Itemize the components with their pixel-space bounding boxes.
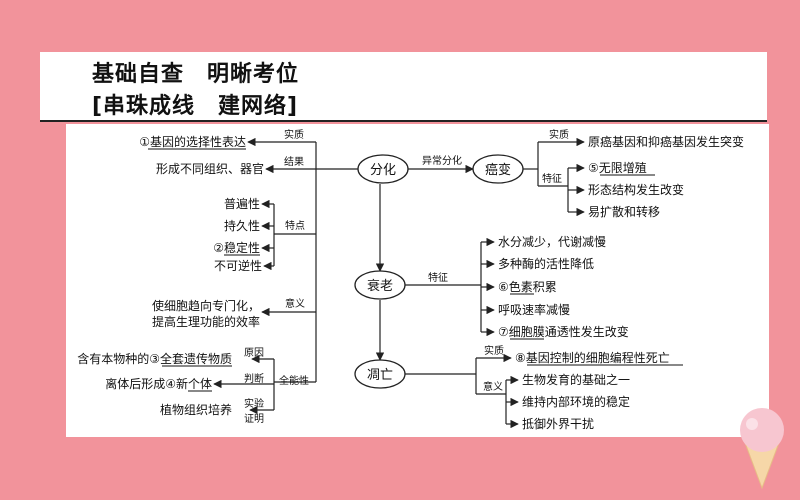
label-totipotency: 全能性 [279,374,309,387]
item-diff-essence: ①基因的选择性表达 [139,134,246,149]
item-toti-experiment: 植物组织培养 [160,402,232,417]
label-apop-essence: 实质 [484,344,504,357]
item-feature-persistent: 持久性 [224,218,260,233]
item-aging-5: ⑦细胞膜通透性发生改变 [498,324,629,339]
label-proof: 证明 [244,413,264,425]
label-apop-meaning: 意义 [483,380,503,393]
item-aging-4: 呼吸速率减慢 [498,302,570,317]
item-aging-3: ⑥色素积累 [498,280,557,294]
label-reason: 原因 [244,347,264,359]
label-aging-feature: 特征 [428,272,448,284]
section-title: 基础自查 明晰考位 [92,62,300,87]
item-feature-stable: ②稳定性 [213,240,260,255]
node-cancer: 癌变 [485,162,511,178]
item-meaning-line1: 使细胞趋向专门化， [152,298,260,313]
item-aging-1: 水分减少，代谢减慢 [498,234,606,249]
label-cancer-essence: 实质 [549,128,569,141]
item-aging-2: 多种酶的活性降低 [498,256,594,271]
item-toti-reason: 含有本物种的③全套遗传物质 [77,351,232,366]
label-features: 特点 [285,220,305,232]
item-apop-m3: 抵御外界干扰 [522,416,594,431]
label-result: 结果 [284,155,304,168]
ice-cream-decoration [740,408,784,490]
item-feature-irreversible: 不可逆性 [214,258,262,273]
item-apop-m2: 维持内部环境的稳定 [522,394,630,409]
item-apop-m1: 生物发育的基础之一 [522,372,630,387]
node-aging-shape [354,270,406,300]
title-divider [40,120,767,122]
title-card: 基础自查 明晰考位 [串珠成线 建网络] [40,52,767,120]
label-meaning: 意义 [285,297,305,310]
label-judge: 判断 [244,372,264,385]
item-apop-essence: ⑧基因控制的细胞编程性死亡 [515,350,670,365]
label-experiment: 实验 [244,397,264,410]
section-subtitle: [串珠成线 建网络] [92,94,299,119]
concept-map: 分化 癌变 衰老 凋亡 异常分化 实质 结果 特点 意义 全能性 原因 判断 实… [66,124,769,437]
node-differentiation: 分化 [370,163,396,178]
item-feature-universal: 普遍性 [224,197,260,211]
label-cancer-feature: 特征 [542,173,562,185]
concept-map-svg: 分化 癌变 衰老 凋亡 异常分化 实质 结果 特点 意义 全能性 原因 判断 实… [77,128,744,431]
item-meaning-line2: 提高生理功能的效率 [152,314,260,329]
item-cancer-essence: 原癌基因和抑癌基因发生突变 [588,134,744,149]
item-cancer-f3: 易扩散和转移 [588,204,660,219]
label-abnormal-diff: 异常分化 [422,154,462,167]
node-apoptosis: 凋亡 [367,368,393,383]
item-diff-result: 形成不同组织、器官 [156,161,264,176]
item-cancer-f2: 形态结构发生改变 [588,182,684,197]
node-cancer-shape [472,154,524,184]
node-differentiation-shape [357,154,409,184]
item-toti-judge: 离体后形成④新个体 [105,376,212,391]
node-apoptosis-shape [354,359,406,389]
node-aging: 衰老 [367,278,393,294]
label-essence: 实质 [284,128,304,141]
item-cancer-f1: ⑤无限增殖 [588,160,647,175]
